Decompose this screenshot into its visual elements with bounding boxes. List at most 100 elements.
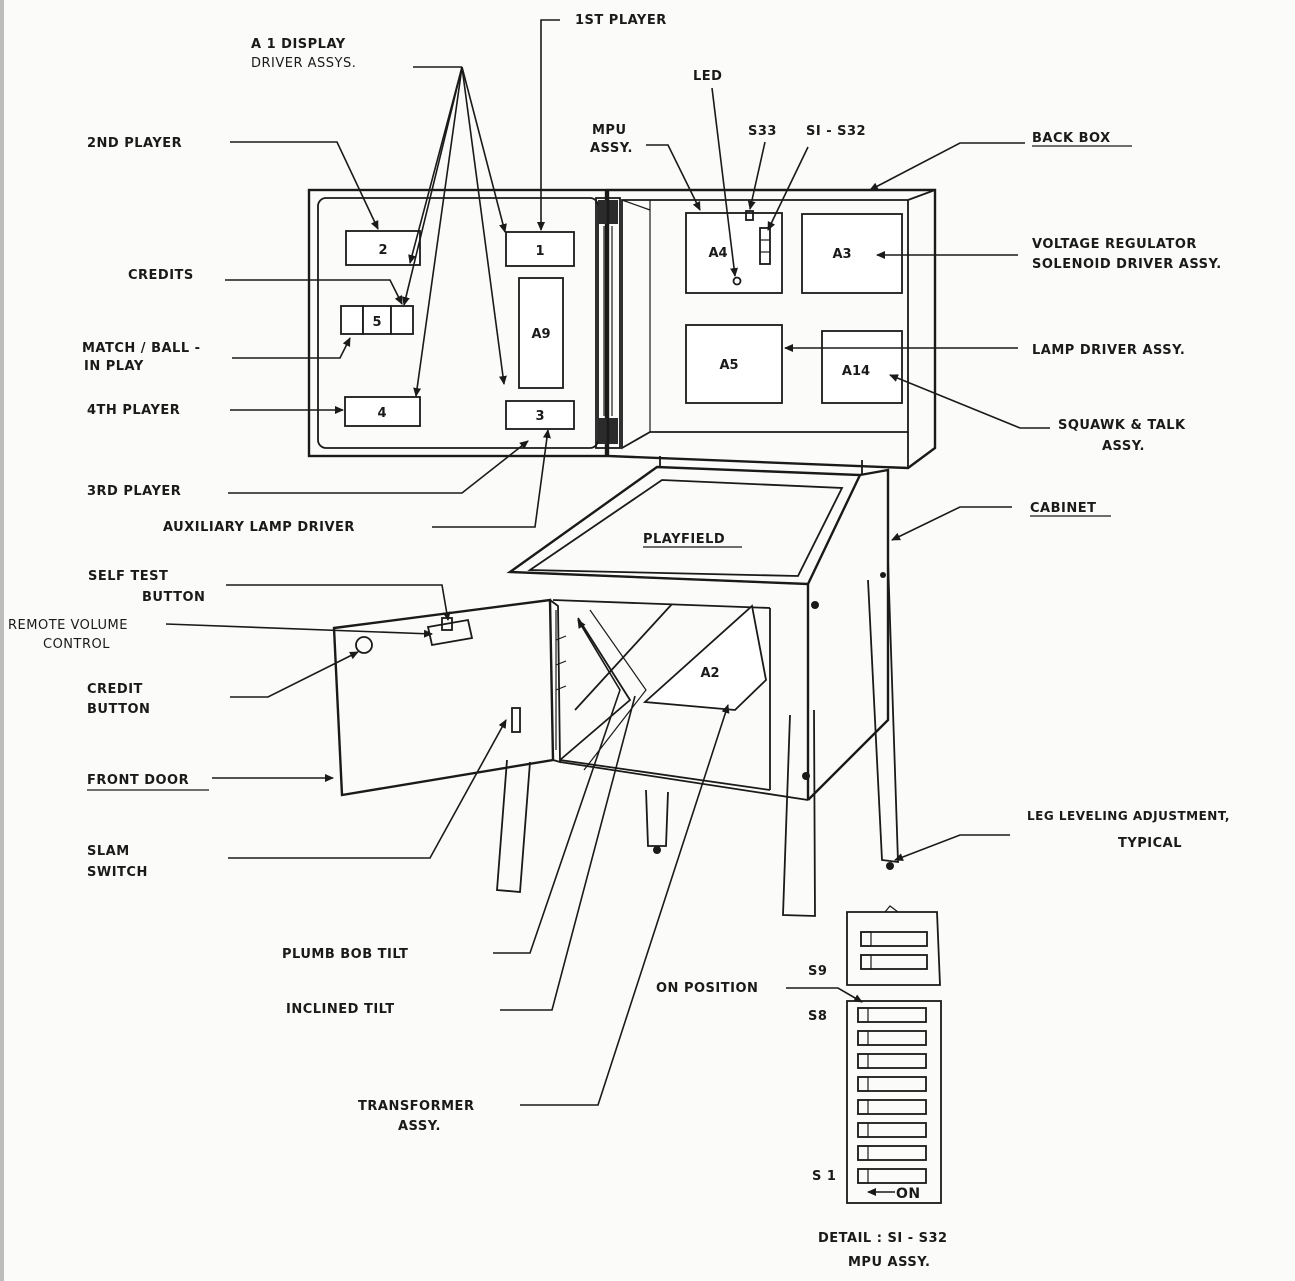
label-mpu: MPU [592, 123, 627, 138]
backbox-right-inner [621, 199, 909, 450]
leg-back-right [867, 559, 899, 864]
box-4-label: 4 [377, 406, 386, 421]
label-match: MATCH / BALL - [82, 341, 201, 356]
inclined-tilt [574, 603, 673, 711]
labels: 1ST PLAYER A 1 DISPLAY DRIVER ASSYS. LED… [8, 13, 1230, 1270]
label-playfield: PLAYFIELD [643, 532, 725, 547]
dip-switch-block [759, 227, 771, 265]
front-door [332, 598, 567, 797]
label-2nd-player: 2ND PLAYER [87, 136, 182, 151]
label-mpu-line2: ASSY. [590, 141, 633, 156]
label-plumb-bob-tilt: PLUMB BOB TILT [282, 947, 408, 962]
label-aux-lamp-driver: AUXILIARY LAMP DRIVER [163, 520, 355, 535]
switch-detail [846, 905, 942, 1204]
label-remote-volume-line2: CONTROL [43, 637, 110, 652]
box-a14 [821, 330, 903, 404]
label-slam-switch: SLAM [87, 844, 130, 859]
label-3rd-player: 3RD PLAYER [87, 484, 181, 499]
box-a9 [518, 277, 564, 389]
s9-panel [846, 911, 941, 986]
scan-edge [0, 0, 4, 1281]
slam-switch [511, 707, 521, 733]
box-3-label: 3 [535, 409, 544, 424]
switch-toggle [857, 1007, 869, 1023]
label-s9: S9 [808, 964, 827, 979]
label-credit-button-line2: BUTTON [87, 702, 150, 717]
label-detail-line2: MPU ASSY. [848, 1255, 930, 1270]
label-squawk-talk-line2: ASSY. [1102, 439, 1145, 454]
cabinet-right-side [807, 468, 890, 801]
leg-back-left [645, 789, 669, 847]
box-a5-label: A5 [719, 358, 738, 373]
s33-switch [745, 210, 754, 221]
box-4 [344, 396, 421, 427]
box-a9-label: A9 [531, 327, 550, 342]
cabinet-opening [552, 599, 771, 609]
box-a3 [801, 213, 903, 294]
label-squawk-talk: SQUAWK & TALK [1058, 418, 1186, 433]
label-front-door: FRONT DOOR [87, 773, 189, 788]
box-credits [390, 305, 414, 335]
cabinet: A2 [496, 456, 899, 917]
switch-toggle [857, 1168, 869, 1184]
switch-toggle [857, 1053, 869, 1069]
label-credit-button: CREDIT [87, 682, 143, 697]
box-3 [505, 400, 575, 430]
label-leg-leveling-line2: TYPICAL [1118, 836, 1182, 851]
box-a14-label: A14 [842, 364, 870, 379]
display-boxes: 2 1 A9 5 4 3 A4 A3 A5 A14 [340, 210, 903, 430]
credit-button [355, 636, 373, 654]
label-s33: S33 [748, 124, 777, 139]
s1-s8-panel [846, 1000, 942, 1204]
backbox-left-inner [317, 197, 599, 449]
label-cabinet: CABINET [1030, 501, 1096, 516]
label-s1-s32: SI - S32 [806, 124, 866, 139]
box-a2 [642, 604, 767, 711]
label-on: ON [896, 1186, 921, 1202]
box-match [340, 305, 364, 335]
label-voltage-regulator: VOLTAGE REGULATOR [1032, 237, 1197, 252]
box-a2-label: A2 [700, 666, 719, 681]
plumb-bob-rod [559, 617, 632, 761]
label-led: LED [693, 69, 722, 84]
box-1-label: 1 [535, 244, 544, 259]
leg-front-left [496, 759, 531, 893]
label-s8: S8 [808, 1009, 827, 1024]
label-4th-player: 4TH PLAYER [87, 403, 180, 418]
label-leg-leveling: LEG LEVELING ADJUSTMENT, [1027, 809, 1230, 823]
label-self-test: SELF TEST [88, 569, 168, 584]
switch-toggle [857, 1076, 869, 1092]
label-match-line2: IN PLAY [84, 359, 144, 374]
label-s1: S 1 [812, 1169, 836, 1184]
label-inclined-tilt: INCLINED TILT [286, 1002, 395, 1017]
switch-rows [857, 1007, 927, 1184]
label-remote-volume: REMOTE VOLUME [8, 618, 128, 633]
led-dot [732, 276, 742, 286]
label-credits: CREDITS [128, 268, 194, 283]
label-transformer-line2: ASSY. [398, 1119, 441, 1134]
box-2-label: 2 [378, 243, 387, 258]
label-a1-display-line2: DRIVER ASSYS. [251, 56, 356, 71]
backbox-left-panel [307, 188, 608, 458]
label-self-test-line2: BUTTON [142, 590, 205, 605]
box-2 [345, 230, 421, 266]
switch-toggle [857, 1145, 869, 1161]
label-detail: DETAIL : SI - S32 [818, 1231, 948, 1246]
box-1 [505, 231, 575, 267]
switch-toggle [857, 1122, 869, 1138]
label-on-position: ON POSITION [656, 981, 758, 996]
label-voltage-regulator-line2: SOLENOID DRIVER ASSY. [1032, 257, 1222, 272]
label-1st-player: 1ST PLAYER [575, 13, 667, 28]
switch-toggle [857, 1099, 869, 1115]
label-transformer: TRANSFORMER [358, 1099, 474, 1114]
box-a5 [685, 324, 783, 404]
box-a3-label: A3 [832, 247, 851, 262]
label-back-box: BACK BOX [1032, 131, 1111, 146]
leader-lines [165, 19, 1050, 1106]
backbox-right [606, 188, 937, 470]
leg-front-right [782, 709, 816, 917]
label-slam-switch-line2: SWITCH [87, 865, 148, 880]
box-5-label: 5 [372, 315, 381, 330]
